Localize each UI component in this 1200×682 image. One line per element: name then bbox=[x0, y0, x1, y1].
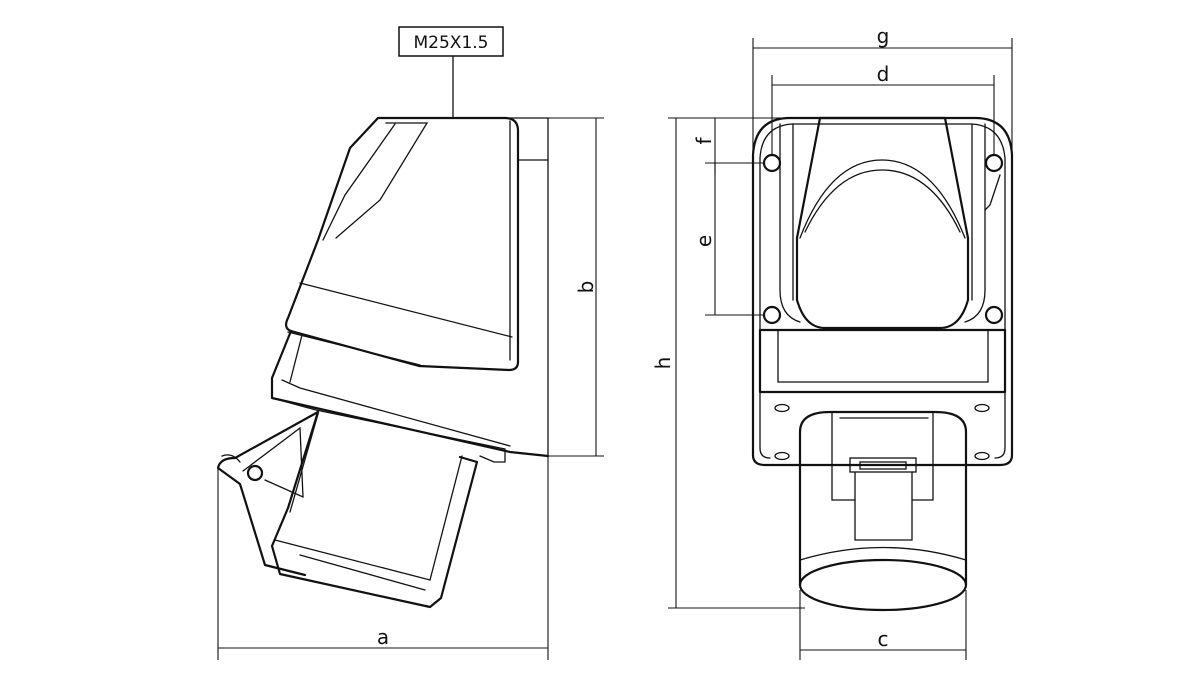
dimension-f-label: f bbox=[692, 137, 716, 145]
dimension-g-label: g bbox=[877, 24, 890, 48]
dimension-d-label: d bbox=[877, 62, 890, 86]
hinged-lid bbox=[216, 410, 320, 577]
thread-label: M25X1.5 bbox=[414, 33, 489, 53]
side-view: M25X1.5 a b bbox=[216, 26, 604, 660]
screw-hole bbox=[984, 305, 1004, 325]
dimension-b-label: b bbox=[574, 281, 598, 294]
socket-cylinder bbox=[798, 410, 968, 587]
thread-label-box bbox=[398, 26, 504, 57]
mounting-flange bbox=[270, 329, 550, 458]
screw-hole bbox=[984, 153, 1004, 173]
socket-face bbox=[798, 558, 968, 612]
socket-body bbox=[270, 410, 479, 609]
base-block bbox=[758, 328, 1007, 394]
screw-hole bbox=[762, 305, 782, 325]
screw-hole bbox=[762, 153, 782, 173]
housing-outline bbox=[284, 116, 520, 372]
cover-outline bbox=[795, 116, 970, 330]
dimension-c-label: c bbox=[878, 627, 889, 651]
backplate-outline bbox=[751, 116, 1014, 467]
dimension-a-label: a bbox=[377, 625, 389, 649]
dimension-e-label: e bbox=[692, 235, 716, 247]
dimension-h-label: h bbox=[651, 357, 675, 370]
front-view: g d c h f e bbox=[651, 24, 1014, 660]
